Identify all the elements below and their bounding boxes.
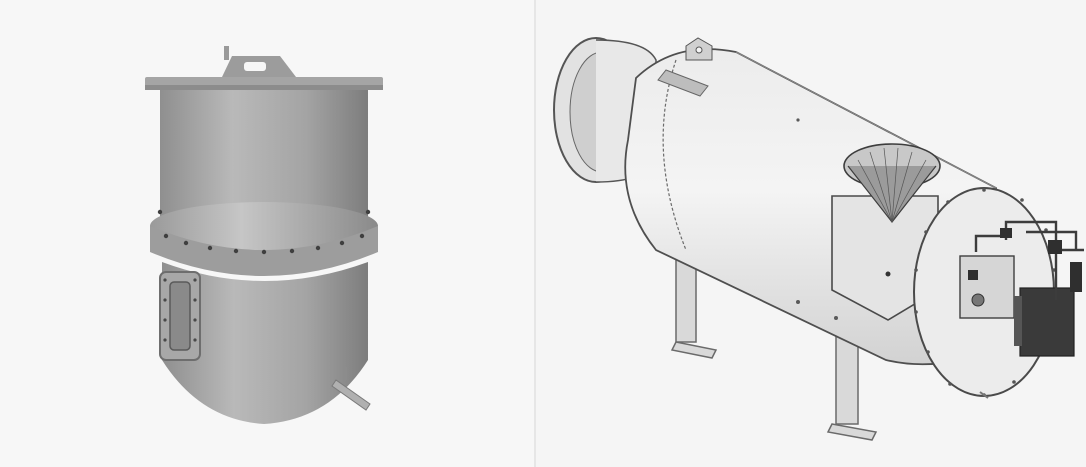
sight-glass-bolts: [163, 278, 197, 342]
flange-bolts: [157, 209, 371, 255]
cylindrical-tank-render: [145, 46, 383, 424]
lower-shell: [162, 262, 368, 424]
vent-pipe: [224, 46, 229, 60]
hopper-port: [885, 271, 891, 277]
panel-divider: [534, 0, 536, 467]
top-lug-hole: [695, 46, 703, 54]
drain-fitting: [979, 391, 989, 399]
burner-nozzle: [971, 293, 985, 307]
mid-flange-top: [150, 202, 378, 250]
horizontal-heater-render: [553, 37, 1084, 441]
vertical-vessel-panel: [0, 0, 536, 467]
sight-glass-window: [169, 281, 191, 351]
hopper-ribs: [857, 147, 927, 223]
horizontal-vessel-panel: [536, 0, 1086, 467]
burner-control-box: [1019, 287, 1075, 357]
burner-housing: [959, 255, 1015, 319]
outlet-pipe: [331, 379, 371, 411]
burner-valves: [968, 228, 1082, 292]
hopper-box: [831, 195, 939, 321]
upper-shell: [160, 90, 368, 220]
support-legs: [670, 251, 878, 441]
lid-edge: [145, 85, 383, 90]
shell-ports: [796, 118, 838, 320]
name-plate: [657, 69, 709, 97]
burner-box-side: [1014, 296, 1022, 346]
lug-hole: [244, 62, 266, 71]
shell-top-line: [735, 51, 997, 189]
